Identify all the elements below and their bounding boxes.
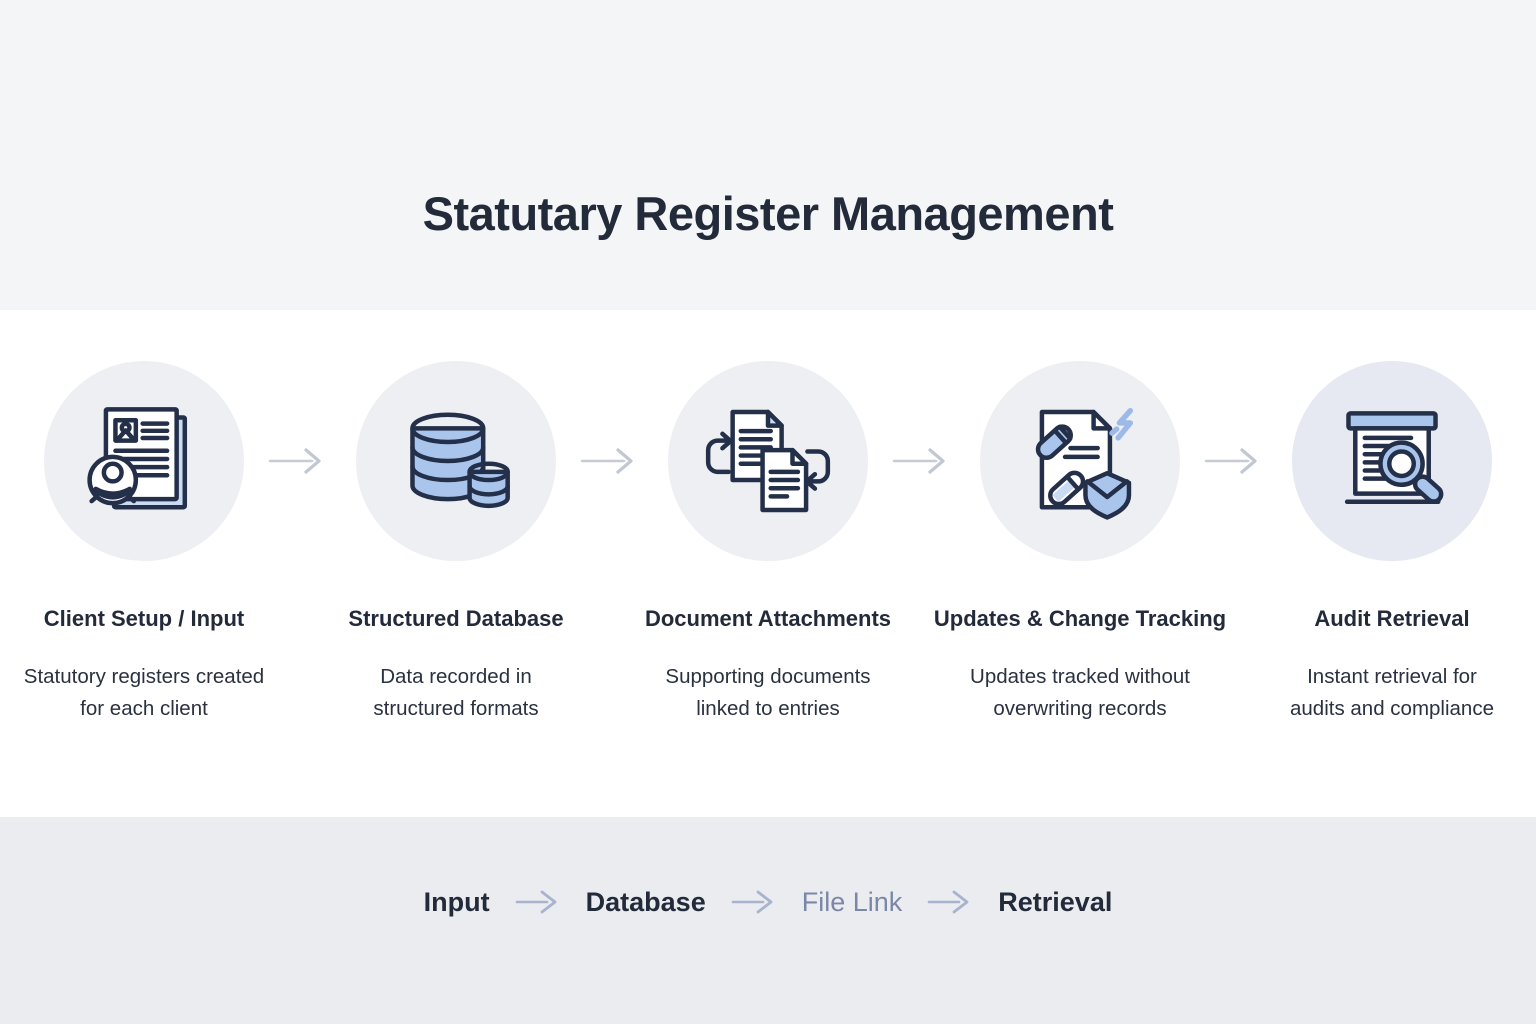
step-description-line: linked to entries [696, 696, 840, 720]
step-title: Client Setup / Input [43, 606, 245, 631]
flow-arrow-icon [731, 890, 773, 914]
steps-row: Client Setup / Input Statutory registers… [0, 361, 1536, 725]
step-description: Supporting documents linked to entries [665, 661, 870, 725]
step-description-line: Updates tracked without [970, 665, 1190, 688]
documents-sync-icon [705, 409, 831, 513]
step-description-line: Instant retrieval for [1307, 665, 1477, 688]
edit-shield-icon [1035, 407, 1134, 520]
archive-search-icon [1344, 411, 1444, 505]
step-arrow-icon [892, 448, 945, 474]
step-arrow-icon [268, 448, 321, 474]
step-audit-retrieval: Audit Retrieval Instant retrieval for au… [1248, 361, 1536, 725]
step-title: Document Attachments [644, 606, 892, 631]
step-client-setup: Client Setup / Input Statutory registers… [0, 361, 288, 725]
database-icon [410, 412, 510, 509]
flow-label-file-link: File Link [801, 887, 903, 917]
flow-band [0, 817, 1536, 1024]
flow-label-retrieval: Retrieval [998, 887, 1113, 917]
step-description-line: audits and compliance [1290, 696, 1494, 720]
step-description-line: overwriting records [993, 696, 1167, 720]
step-title: Structured Database [348, 606, 564, 631]
step-description: Data recorded in structured formats [373, 661, 538, 725]
flow-label-input: Input [423, 887, 490, 917]
flow-arrow-icon [927, 890, 969, 914]
flow-label-database: Database [585, 887, 706, 917]
client-record-icon [87, 407, 188, 510]
step-arrow-icon [580, 448, 633, 474]
step-updates-tracking: Updates & Change Tracking Updates tracke… [933, 361, 1227, 725]
step-description: Instant retrieval for audits and complia… [1290, 661, 1494, 725]
step-document-attachments: Document Attachments Supporting document… [624, 361, 912, 725]
flow-arrow-icon [515, 890, 557, 914]
step-description-line: Statutory registers created [23, 665, 265, 688]
page-title: Statutary Register Management [422, 187, 1114, 240]
step-circle [44, 361, 244, 561]
step-description-line: Data recorded in [380, 665, 532, 688]
step-circle [668, 361, 868, 561]
step-description-line: structured formats [373, 696, 539, 720]
step-description: Statutory registers created for each cli… [24, 661, 264, 725]
flow-summary-bar: Input Database File Link Retrieval [0, 817, 1536, 1024]
step-circle [356, 361, 556, 561]
step-circle [980, 361, 1180, 561]
step-circle [1292, 361, 1492, 561]
step-description-line: Supporting documents [665, 665, 871, 688]
step-title: Updates & Change Tracking [933, 606, 1227, 631]
header-band [0, 0, 1536, 310]
step-structured-database: Structured Database Data recorded in str… [312, 361, 600, 725]
step-description: Updates tracked without overwriting reco… [970, 661, 1190, 725]
step-title: Audit Retrieval [1314, 606, 1470, 631]
step-description-line: for each client [80, 696, 208, 720]
step-arrow-icon [1204, 448, 1257, 474]
